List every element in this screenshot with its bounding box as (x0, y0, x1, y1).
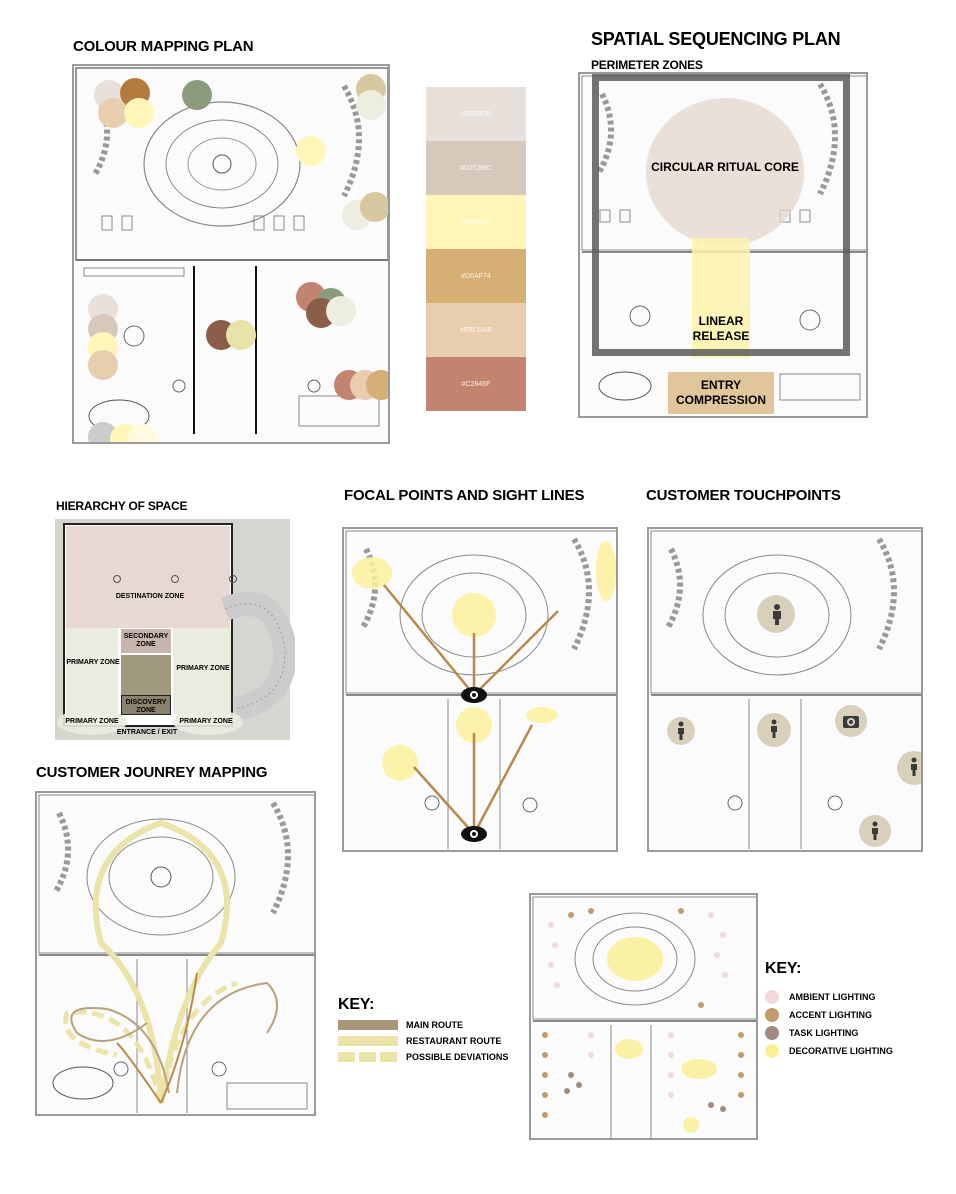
primary-zone-left-block (66, 628, 118, 714)
colour-dot (88, 350, 118, 380)
floor-plan-drawing (650, 530, 921, 849)
ritual-core-zone (646, 98, 804, 246)
perimeter-zones-label: PERIMETER ZONES (591, 58, 703, 72)
spatial-sequencing-title: SPATIAL SEQUENCING PLAN (591, 29, 841, 49)
palette-swatch: #C2846F (426, 357, 526, 411)
primary-zone-bottom-right-arc (173, 709, 243, 735)
primary-zone-bottom-left-label: PRIMARY ZONE (65, 718, 119, 725)
task-lighting-dot (765, 1026, 779, 1040)
person-icon (771, 719, 777, 738)
key-decorative-lighting: DECORATIVE LIGHTING (765, 1044, 893, 1058)
swatch-hex: #E8CDAE (460, 326, 492, 334)
colour-dot (226, 320, 256, 350)
lighting-floor-plan (529, 893, 758, 1140)
linear-release-label: LINEAR RELEASE (692, 314, 750, 343)
key-restaurant-route: RESTAURANT ROUTE (338, 1036, 501, 1046)
swatch-hex: #D6AF74 (461, 272, 491, 280)
primary-zone-bottom-right-label: PRIMARY ZONE (179, 718, 233, 725)
circular-ritual-core-label: CIRCULAR RITUAL CORE (651, 160, 799, 174)
discovery-zone-label: DISCOVERY ZONE (125, 699, 167, 715)
spatial-sequencing-floor-plan: CIRCULAR RITUAL CORE LINEAR RELEASE ENTR… (578, 72, 868, 418)
swatch-hex: #FFF6B8 (461, 218, 491, 226)
entrance-exit-label: ENTRANCE / EXIT (116, 729, 178, 736)
colour-dot (366, 370, 388, 400)
lighting-key-title: KEY: (765, 960, 802, 977)
ambient-lighting-dot (765, 990, 779, 1004)
swatch-hex: #E8E0DB (460, 110, 492, 118)
colour-mapping-title: COLOUR MAPPING PLAN (73, 38, 254, 55)
focal-points-title: FOCAL POINTS AND SIGHT LINES (344, 487, 585, 504)
decorative-lighting-dot (765, 1044, 779, 1058)
key-label: MAIN ROUTE (406, 1020, 463, 1030)
hierarchy-title: HIERARCHY OF SPACE (56, 499, 188, 513)
colour-dot (296, 136, 326, 166)
eye-icon (461, 826, 487, 842)
main-route-swatch (338, 1020, 398, 1030)
person-icon (773, 604, 781, 625)
secondary-zone (121, 629, 171, 653)
focal-points-floor-plan (342, 527, 618, 852)
hierarchy-column (113, 575, 121, 583)
journey-floor-plan (35, 791, 316, 1116)
primary-zone-left-label: PRIMARY ZONE (66, 659, 120, 666)
person-icon (872, 821, 878, 840)
destination-zone-label: DESTINATION ZONE (115, 593, 185, 600)
primary-zone-bottom-left-arc (57, 709, 127, 735)
linear-release-zone (692, 238, 750, 358)
key-label: POSSIBLE DEVIATIONS (406, 1052, 509, 1062)
spiral-stair-drawing (220, 592, 295, 719)
secondary-zone-label: SECONDARY ZONE (123, 633, 169, 649)
hierarchy-diagram: DESTINATION ZONE SECONDARY ZONE PRIMARY … (55, 519, 295, 740)
touchpoints-title: CUSTOMER TOUCHPOINTS (646, 487, 841, 504)
colour-mapping-floor-plan (72, 64, 390, 444)
key-ambient-lighting: AMBIENT LIGHTING (765, 990, 876, 1004)
key-label: DECORATIVE LIGHTING (789, 1046, 893, 1056)
deviation-swatch (338, 1052, 398, 1062)
colour-dot (326, 296, 356, 326)
sight-lines-drawing (345, 530, 616, 849)
journey-title: CUSTOMER JOUNREY MAPPING (36, 764, 268, 781)
destination-zone (66, 526, 230, 628)
key-label: AMBIENT LIGHTING (789, 992, 876, 1002)
lighting-drawing (532, 896, 756, 1138)
person-icon (911, 757, 917, 776)
entry-compression-zone (668, 372, 774, 414)
primary-zone-right-block (173, 628, 231, 714)
palette-swatch: #D6AF74 (426, 249, 526, 303)
camera-icon (843, 716, 859, 728)
palette-swatch: #D7C8BC (426, 141, 526, 195)
colour-dot (360, 192, 388, 222)
accent-lighting-dot (765, 1008, 779, 1022)
primary-zone-right-label: PRIMARY ZONE (176, 665, 230, 672)
hierarchy-column (229, 575, 237, 583)
key-label: ACCENT LIGHTING (789, 1010, 872, 1020)
key-label: TASK LIGHTING (789, 1028, 859, 1038)
entry-compression-label: ENTRY COMPRESSION (675, 378, 766, 407)
colour-dot (128, 424, 158, 442)
swatch-hex: #D7C8BC (460, 164, 492, 172)
hierarchy-column (171, 575, 179, 583)
palette-swatch: #FFF6B8 (426, 195, 526, 249)
colour-dot (182, 80, 212, 110)
colour-palette: #E8E0DB #D7C8BC #FFF6B8 #D6AF74 #E8CDAE … (426, 87, 526, 411)
palette-swatch: #E8E0DB (426, 87, 526, 141)
key-accent-lighting: ACCENT LIGHTING (765, 1008, 872, 1022)
restaurant-route-swatch (338, 1036, 398, 1046)
perimeter-zone-frame (592, 74, 850, 356)
key-label: RESTAURANT ROUTE (406, 1036, 502, 1046)
journey-key-title: KEY: (338, 996, 375, 1013)
colour-dot (124, 98, 154, 128)
key-task-lighting: TASK LIGHTING (765, 1026, 858, 1040)
colour-dot (356, 90, 386, 120)
eye-icon (461, 687, 487, 703)
key-possible-deviations: POSSIBLE DEVIATIONS (338, 1052, 508, 1062)
discovery-zone (121, 695, 171, 715)
person-icon (678, 721, 684, 740)
colour-dot (98, 98, 128, 128)
journey-routes-drawing (38, 794, 314, 1113)
touchpoints-floor-plan (647, 527, 923, 852)
palette-swatch: #E8CDAE (426, 303, 526, 357)
key-main-route: MAIN ROUTE (338, 1020, 463, 1030)
swatch-hex: #C2846F (461, 380, 491, 388)
